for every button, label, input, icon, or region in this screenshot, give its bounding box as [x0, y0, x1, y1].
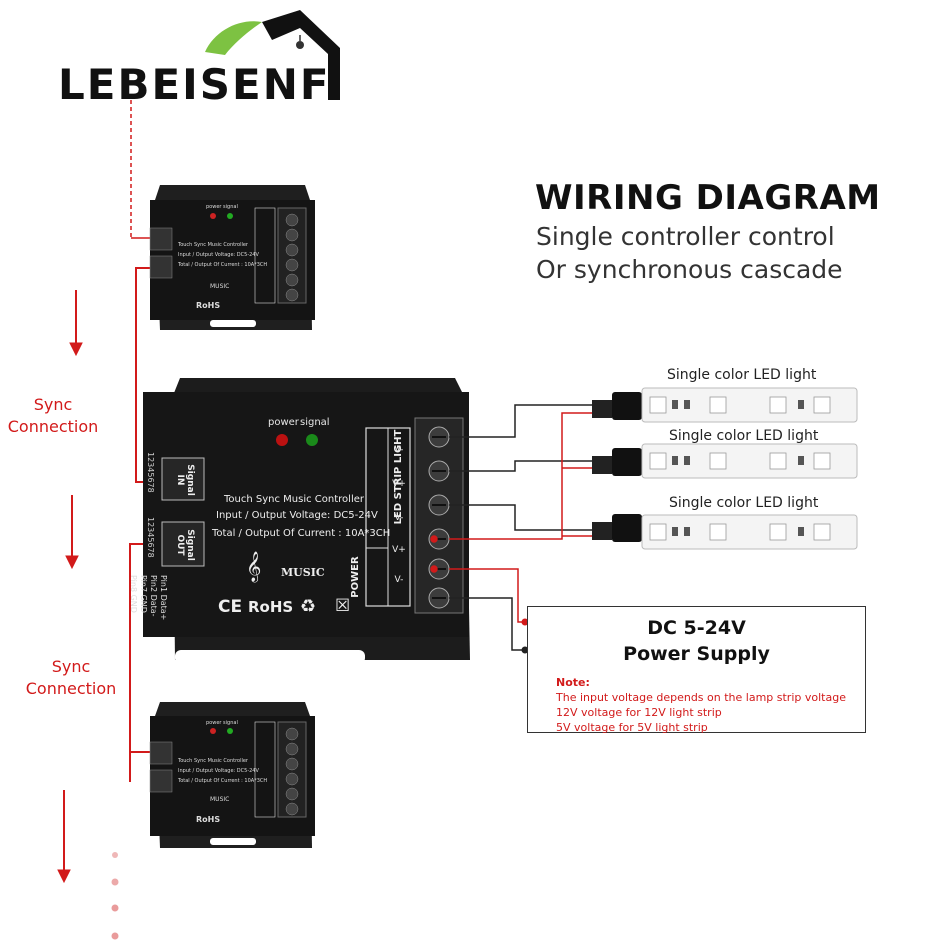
strip-label-1: Single color LED light	[667, 367, 817, 383]
controller-small-top: Touch Sync Music Controller Input / Outp…	[149, 185, 315, 330]
note-label: Note:	[556, 676, 590, 689]
v-minus-terminal-icon	[521, 646, 529, 654]
note-line: The input voltage depends on the lamp st…	[556, 691, 846, 704]
sync-label-line: Sync	[33, 395, 73, 414]
controller-small-bottom: Touch Sync Music Controller Input / Outp…	[149, 702, 315, 848]
led-strip-2	[592, 443, 858, 479]
sync-label-line: Connection	[25, 679, 117, 698]
led-strip-1	[592, 387, 858, 423]
brand-name: LEBEISENF	[58, 60, 331, 109]
strip-wires-negative	[449, 404, 592, 531]
svg-text:Touch Sync Music Controller: Touch Sync Music Controller	[177, 758, 249, 764]
led-strip-3	[592, 514, 858, 550]
logo-roof-icon	[205, 10, 340, 100]
down-arrow-icon	[69, 290, 83, 357]
sync-connection-label-2: Sync Connection	[16, 656, 126, 700]
svg-text:MUSIC: MUSIC	[210, 283, 229, 290]
power-supply-title: Power Supply	[623, 643, 770, 665]
svg-text:Total / Output Of Current : 10: Total / Output Of Current : 10A*3CH	[177, 778, 267, 784]
strip-label-3: Single color LED light	[669, 495, 819, 511]
svg-text:power signal: power signal	[206, 720, 238, 726]
diagram-title: WIRING DIAGRAM	[535, 178, 881, 218]
svg-text:power signal: power signal	[206, 204, 238, 210]
small-ctrl-name: Touch Sync Music Controller	[177, 242, 249, 248]
svg-text:Input / Output Voltage: DC5-24: Input / Output Voltage: DC5-24V	[178, 252, 259, 258]
svg-text:Total / Output Of Current : 10: Total / Output Of Current : 10A*3CH	[177, 262, 267, 268]
v-plus-terminal-icon	[521, 618, 529, 626]
strip-wires-positive	[430, 412, 592, 573]
brand-logo: LEBEISENF	[0, 0, 360, 110]
sync-label-line: Sync	[51, 657, 91, 676]
controller-main	[143, 378, 470, 664]
strip-label-2: Single color LED light	[669, 428, 819, 444]
svg-text:RoHS: RoHS	[196, 815, 220, 824]
sync-label-line: Connection	[7, 417, 99, 436]
note-line: 5V voltage for 5V light strip	[556, 721, 708, 734]
svg-text:Input / Output Voltage: DC5-24: Input / Output Voltage: DC5-24V	[178, 768, 259, 774]
continuation-dots-icon	[111, 852, 119, 940]
down-arrow-icon	[57, 790, 71, 884]
sync-connection-label-1: Sync Connection	[0, 394, 108, 438]
diagram-subtitle-1: Single controller control	[536, 222, 835, 251]
power-supply-box: DC 5-24V Power Supply Note: The input vo…	[527, 606, 866, 734]
down-arrow-icon	[65, 495, 79, 570]
svg-text:MUSIC: MUSIC	[210, 796, 229, 803]
note-line: 12V voltage for 12V light strip	[556, 706, 722, 719]
power-wire-negative	[449, 597, 527, 651]
power-supply-voltage: DC 5-24V	[647, 617, 746, 639]
svg-text:RoHS: RoHS	[196, 301, 220, 310]
diagram-subtitle-2: Or synchronous cascade	[536, 255, 843, 284]
